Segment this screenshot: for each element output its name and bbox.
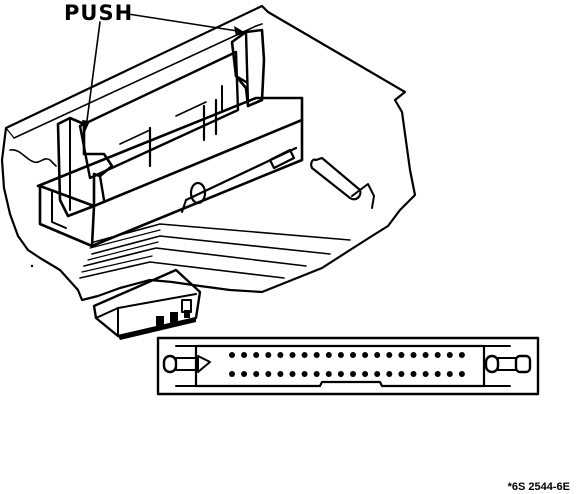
contact-pin: [350, 371, 356, 377]
contact-pin: [434, 352, 441, 358]
push-callout: PUSH: [64, 1, 246, 132]
contact-pin: [458, 371, 465, 377]
contact-pin: [229, 371, 235, 377]
contact-pin: [241, 352, 248, 358]
contact-pin: [410, 371, 417, 377]
components: [181, 146, 375, 213]
contact-pin: [446, 352, 453, 358]
contact-pin: [229, 352, 235, 358]
contact-pin: [410, 352, 417, 358]
contact-pin: [362, 352, 369, 358]
contact-pin: [350, 352, 356, 358]
contact-pin: [253, 371, 260, 377]
connector-top-view: [156, 336, 540, 396]
contact-pin: [337, 352, 344, 358]
contact-pin: [241, 371, 248, 377]
contact-pin: [301, 352, 308, 358]
ribbon-plug: [92, 268, 202, 340]
contact-pin: [434, 371, 441, 377]
ribbon-cable: [79, 223, 351, 279]
scan-dot: [30, 264, 34, 268]
contact-pin: [458, 352, 465, 358]
contact-pin: [325, 371, 332, 377]
contact-row-top: [229, 352, 465, 358]
contact-pin: [289, 371, 296, 377]
contact-pin: [313, 371, 320, 377]
contact-pin: [277, 371, 284, 377]
contact-pin: [422, 352, 429, 358]
contact-pin: [337, 371, 344, 377]
contact-pin: [374, 352, 381, 358]
push-label: PUSH: [64, 1, 133, 25]
figure-id: *6S 2544-6E: [508, 481, 570, 493]
contact-pin: [253, 352, 260, 358]
contact-pin: [446, 371, 453, 377]
contact-pin: [301, 371, 308, 377]
contact-pin: [289, 352, 296, 358]
contact-pin: [313, 352, 320, 358]
circuit-board: [0, 4, 417, 302]
contact-pin: [398, 371, 405, 377]
contact-pin: [374, 371, 381, 377]
contact-pin: [277, 352, 284, 358]
contact-pin: [398, 352, 405, 358]
contact-pin: [265, 352, 272, 358]
socket-header: [36, 28, 304, 248]
contact-pin: [386, 371, 393, 377]
contact-pin: [422, 371, 429, 377]
contact-row-bottom: [229, 371, 465, 377]
contact-pin: [265, 371, 272, 377]
contact-pin: [325, 352, 332, 358]
contact-pin: [362, 371, 369, 377]
contact-pin: [386, 352, 393, 358]
